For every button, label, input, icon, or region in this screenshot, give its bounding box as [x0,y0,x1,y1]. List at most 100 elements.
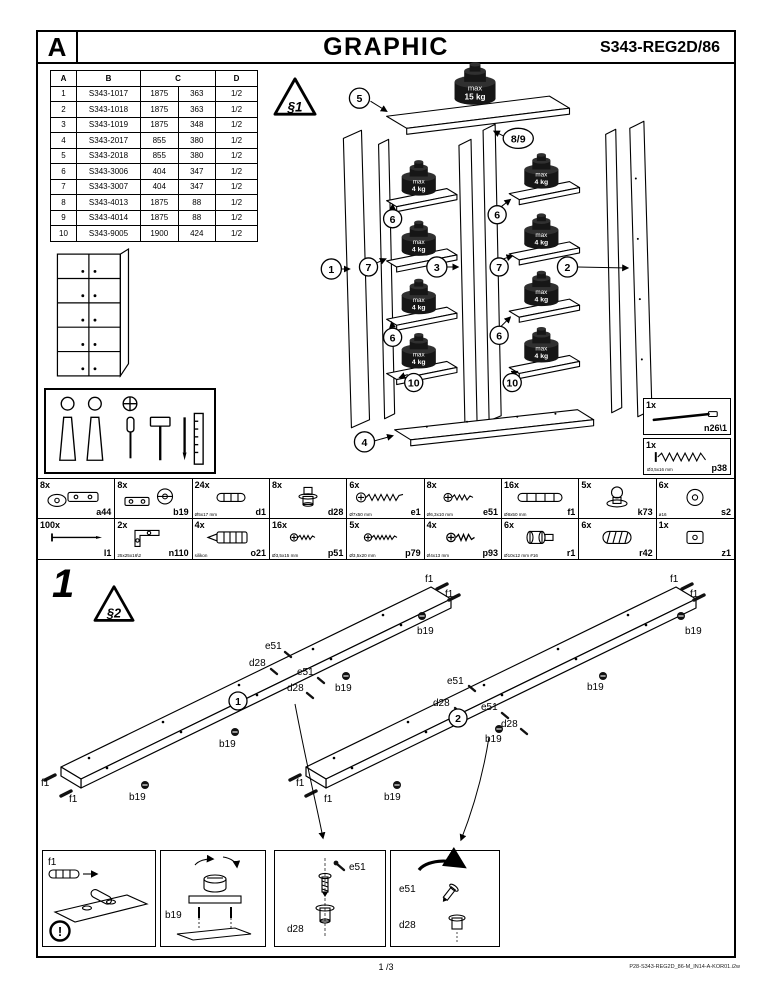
hardware-item-r42: 6x r42 [579,519,657,559]
parts-table-row: 5 S343-2018 855 380 1/2 [50,147,258,164]
hardware-size: Ø3,5x15 mm [272,553,299,558]
svg-text:4: 4 [362,437,368,449]
part-dim-2: 363 [177,85,216,102]
hardware-code: l1 [103,548,112,558]
svg-text:3: 3 [434,262,440,274]
screwdriver-icon [126,416,135,459]
hardware-size: 25x25x16\2 [117,553,142,558]
hardware-qty: 8x [272,480,283,490]
callout-5: 5 [348,87,388,112]
callout-6: 6 [382,203,403,229]
sheet-letter: A [38,32,78,62]
svg-text:f1: f1 [296,778,305,789]
hardware-item-p93: 4x Ø4x13 mm p93 [425,519,502,559]
part-index: 3 [50,116,77,133]
hardware-code: r42 [639,548,653,558]
accessory-code: p38 [711,463,727,473]
cam-lock-icon [124,487,174,506]
part-dim-3: 1/2 [215,101,258,118]
parts-table: A B C D 1 S343-1017 1875 363 1/2 2 S343-… [50,70,258,242]
accessory-qty: 1x [646,440,657,450]
callouts: 5 8/9 1 3 2 [320,87,630,453]
cam-fittings [141,612,685,789]
hardware-qty: 8x [40,480,51,490]
hardware-item-r1: 6x Ø10x12 mm #16 r1 [502,519,580,559]
callout-10: 10 [502,370,522,393]
callout-6: 6 [489,316,512,346]
svg-text:1: 1 [235,696,241,708]
parts-table-row: 8 S343-4013 1875 88 1/2 [50,194,258,211]
svg-text:b19: b19 [417,626,434,637]
detail-box-b19: b19 [160,850,266,947]
part-index: 10 [50,225,77,242]
hardware-code: b19 [173,507,189,517]
part-dim-1: 1875 [140,85,179,102]
hardware-size: ø16 [658,512,667,517]
metal-rod-icon [652,411,718,422]
hardware-item-s2: 6x ø16 s2 [656,479,734,519]
parts-table-header-row: A B C D [50,70,258,87]
detail-leader-arrows [294,703,490,842]
side-panel-1 [342,129,371,429]
part-dim-1: 1875 [140,116,179,133]
tools-illustration [59,396,204,465]
dowel-detail-illustration: f1 ! [48,857,149,942]
hardware-item-p51: 16x Ø3,5x15 mm p51 [270,519,348,559]
svg-text:8/9: 8/9 [511,133,526,145]
svg-text:§2: §2 [106,606,121,621]
parts-table-row: 4 S343-2017 855 380 1/2 [50,132,258,149]
part-dim-2: 363 [177,101,216,118]
svg-text:2: 2 [565,262,571,274]
svg-text:b19: b19 [165,910,182,921]
part-dim-3: 1/2 [215,209,258,226]
svg-text:b19: b19 [219,739,236,750]
part-dim-2: 348 [177,116,216,133]
svg-text:f1: f1 [48,857,57,868]
callout-6: 6 [487,198,512,225]
side-panel-2 [629,120,653,418]
connector-sleeve-icon [298,486,318,507]
silicone-tube-icon [206,531,248,544]
hardware-qty: 6x [504,520,515,530]
svg-text:f1: f1 [425,574,434,585]
hardware-code: a44 [96,507,112,517]
screw-connector-detail-illustration: e51 d28 [287,858,366,938]
callout-10: 10 [398,372,424,393]
part-dim-2: 88 [177,209,216,226]
part-dim-2: 380 [177,147,216,164]
hardware-code: p93 [482,548,498,558]
hardware-size: Ø5x17 mm [194,512,218,517]
cover-cap-icon [686,530,704,544]
page-indicator: 1 /3 [378,962,394,972]
accessory-qty: 1x [646,400,657,410]
dowel-pin-icon [216,492,246,502]
part-number: S343-3007 [76,178,141,195]
part-number: S343-1017 [76,85,141,102]
hardware-item-f1: 16x Ø8x50 mm f1 [502,479,580,519]
part-dim-3: 1/2 [215,178,258,195]
hardware-code: k73 [637,507,653,517]
long-screw-icon [356,491,404,502]
coarse-screw-icon [654,451,706,463]
part-dim-2: 88 [177,194,216,211]
svg-text:e51: e51 [447,676,464,687]
hardware-size: Ø3,5x20 mm [349,553,376,558]
svg-text:!: ! [58,924,62,939]
svg-text:e51: e51 [399,884,416,895]
step-number: 1 [52,562,75,606]
crosshair-icon [122,396,138,412]
nail-icon [51,533,103,542]
small-screw-icon [364,533,398,542]
model-number: S343-REG2D/86 [599,39,720,56]
hammer-icon [149,416,171,461]
part-dim-1: 404 [140,178,179,195]
hardware-item-n110: 2x 25x25x16\2 n110 [115,519,193,559]
hardware-qty: 2x [117,520,128,530]
spring-icon [602,530,633,544]
svg-text:e51: e51 [481,702,498,713]
screw-tighten-detail-illustration: e51 d28 [399,846,467,942]
col-header-d: D [215,70,258,87]
part-dim-3: 1/2 [215,116,258,133]
col-header-a: A [50,70,77,87]
